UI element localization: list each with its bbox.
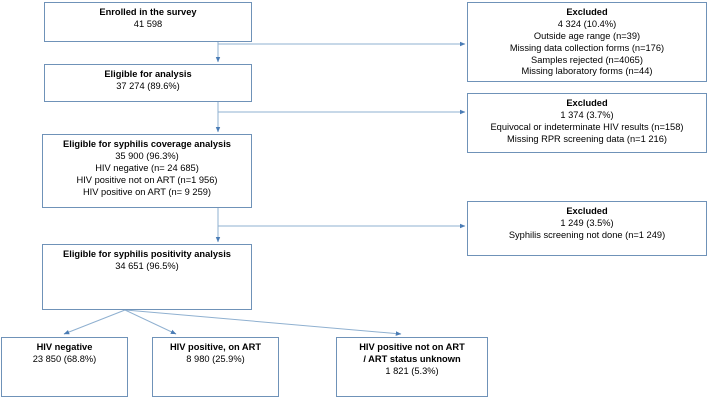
node-line: Missing data collection forms (n=176) [509, 42, 665, 53]
node-line: Equivocal or indeterminate HIV results (… [490, 121, 684, 132]
node-line: HIV positive, on ART [169, 342, 262, 352]
node-line: Enrolled in the survey [99, 7, 197, 17]
connector-positivity-to-hiv-positive-on-art [124, 309, 177, 335]
node-line: 1 374 (3.7%) [560, 109, 614, 120]
node-line: 23 850 (68.8%) [32, 353, 97, 364]
node-line: 1 249 (3.5%) [560, 217, 614, 228]
node-line: 35 900 (96.3%) [115, 150, 179, 161]
node-line: 37 274 (89.6%) [116, 80, 180, 91]
node-line: HIV positive on ART (n= 9 259) [82, 186, 212, 197]
node-line: Eligible for syphilis positivity analysi… [63, 249, 231, 259]
node-line: Excluded [566, 206, 608, 216]
connector-positivity-to-hiv-positive-not-on-art [124, 309, 402, 336]
node-line: 1 821 (5.3%) [385, 365, 439, 376]
eligible-syphilis-positivity-box: Eligible for syphilis positivity analysi… [42, 244, 252, 310]
node-line: / ART status unknown [363, 353, 461, 364]
node-line: Syphilis screening not done (n=1 249) [508, 229, 666, 240]
node-line: Eligible for analysis [104, 69, 192, 79]
node-line: 8 980 (25.9%) [186, 353, 245, 364]
node-line: Excluded [566, 98, 608, 108]
connector-positivity-to-hiv-negative [63, 309, 126, 335]
node-line: 4 324 (10.4%) [557, 18, 617, 29]
node-line: HIV negative [36, 342, 93, 352]
node-line: 34 651 (96.5%) [115, 260, 179, 271]
node-line: Samples rejected (n=4065) [531, 54, 643, 65]
node-line: HIV positive not on ART [359, 342, 465, 352]
node-line: HIV negative (n= 24 685) [95, 162, 199, 173]
node-line: Missing laboratory forms (n=44) [521, 66, 653, 77]
node-line: Eligible for syphilis coverage analysis [63, 139, 231, 149]
node-line: 41 598 [133, 18, 163, 29]
node-line: Outside age range (n=39) [533, 30, 641, 41]
node-line: Missing RPR screening data (n=1 216) [507, 133, 667, 144]
node-line: Excluded [566, 7, 608, 17]
node-line: HIV positive not on ART (n=1 956) [76, 174, 218, 185]
hiv-positive-not-on-art-box: HIV positive not on ART/ ART status unkn… [336, 337, 488, 397]
